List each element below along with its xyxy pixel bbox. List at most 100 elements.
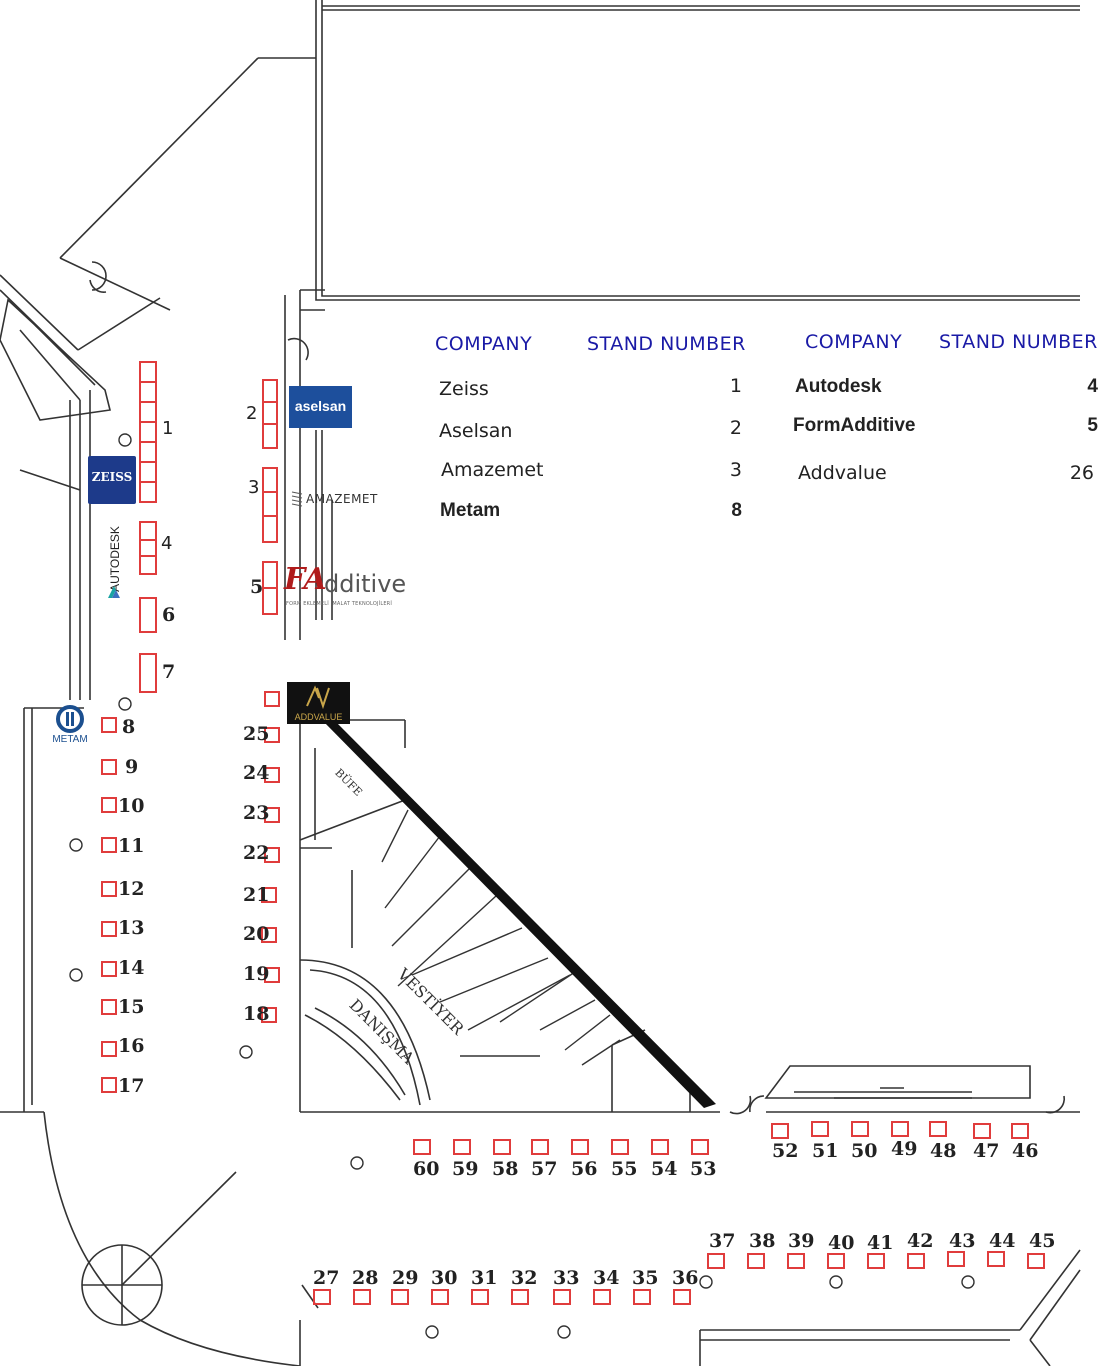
stand-number: 20 [243, 923, 270, 945]
stand-number: 37 [709, 1230, 736, 1252]
stand-number: 46 [1012, 1140, 1039, 1162]
stand-number: 54 [651, 1158, 678, 1180]
stand-number: 45 [1029, 1230, 1056, 1252]
stand-number: 9 [125, 756, 139, 778]
stand-number: 52 [772, 1140, 799, 1162]
stand-number: 42 [907, 1230, 934, 1252]
stand-number: 8 [122, 716, 136, 738]
stand-number: 36 [672, 1267, 699, 1289]
legend-stand-number: 1 [729, 375, 742, 397]
stand-number: 23 [243, 802, 270, 824]
legend-left-company-header: COMPANY [435, 333, 533, 355]
addvalue-logo: ADDVALUE [287, 682, 350, 724]
stand-number: 51 [812, 1140, 839, 1162]
stand-number: 21 [243, 884, 270, 906]
addvalue-mark-icon [306, 685, 330, 710]
stand-number: 13 [118, 917, 145, 939]
stand-number: 59 [452, 1158, 479, 1180]
legend-stand-number: 3 [729, 459, 742, 481]
metam-mark-icon [56, 705, 84, 733]
zeiss-logo-text: ZEISS [91, 470, 133, 484]
stand-number: 1 [162, 418, 174, 439]
formadditive-logo-mark: FA [284, 562, 327, 597]
legend-stand-number: 26 [1069, 462, 1094, 484]
stand-number: 25 [243, 723, 270, 745]
stand-number: 53 [690, 1158, 717, 1180]
stand-number: 2 [246, 403, 258, 424]
walls [0, 0, 1081, 1366]
stand-number: 24 [243, 762, 270, 784]
stand-number: 12 [118, 878, 145, 900]
legend-company: Amazemet [441, 459, 544, 481]
legend-company: Addvalue [798, 462, 887, 484]
aselsan-logo-text: aselsan [294, 398, 347, 414]
stand-number: 29 [392, 1267, 419, 1289]
formadditive-logo-word: dditive [324, 570, 407, 598]
stand-number: 47 [973, 1140, 1000, 1162]
stand-number: 19 [243, 963, 270, 985]
stand-number: 49 [891, 1138, 918, 1160]
legend-company: Autodesk [795, 376, 882, 397]
stand-number: 28 [352, 1267, 379, 1289]
stand-number: 30 [431, 1267, 458, 1289]
formadditive-logo-tagline: FORM EKLEMELİ İMALAT TEKNOLOJİLERİ [286, 601, 393, 607]
stand-number: 56 [571, 1158, 598, 1180]
stand-number: 16 [118, 1035, 145, 1057]
stand-number: 3 [248, 477, 260, 498]
stand-number: 32 [511, 1267, 538, 1289]
metam-logo: METAM [48, 704, 92, 748]
columns [69, 433, 975, 1339]
legend-company: Metam [440, 500, 501, 521]
stand-number: 18 [243, 1003, 270, 1025]
aselsan-logo: aselsan [289, 386, 352, 428]
legend-company: Zeiss [439, 378, 489, 400]
stand-number: 43 [949, 1230, 976, 1252]
autodesk-logo: AUTODESK [104, 520, 126, 602]
diagonal-wall [322, 720, 716, 1108]
metam-logo-text: METAM [52, 734, 88, 745]
addvalue-logo-text: ADDVALUE [294, 712, 343, 722]
formadditive-logo: FA dditive FORM EKLEMELİ İMALAT TEKNOLOJ… [282, 562, 412, 612]
legend-right-stand-header: STAND NUMBER [939, 331, 1098, 353]
legend-stand-number: 8 [731, 500, 742, 521]
stand-number: 58 [492, 1158, 519, 1180]
amazemet-logo-text: AMAZEMET [306, 492, 378, 506]
stand-number: 60 [413, 1158, 440, 1180]
stand-number: 39 [788, 1230, 815, 1252]
stand-number: 35 [632, 1267, 659, 1289]
stand-number: 22 [243, 842, 270, 864]
stand-number: 41 [867, 1232, 894, 1254]
stand-number: 33 [553, 1267, 580, 1289]
stand-number: 17 [118, 1075, 145, 1097]
autodesk-mark-icon [108, 586, 120, 598]
stand-number: 38 [749, 1230, 776, 1252]
legend-right-company-header: COMPANY [805, 331, 903, 353]
stand-number: 14 [118, 957, 145, 979]
legend-left-stand-header: STAND NUMBER [587, 333, 746, 355]
stand-number: 6 [162, 604, 176, 626]
legend-company: Aselsan [439, 420, 513, 442]
stand-number: 48 [930, 1140, 957, 1162]
zeiss-logo: ZEISS [88, 456, 136, 504]
stand-number: 55 [611, 1158, 638, 1180]
stand-number: 50 [851, 1140, 878, 1162]
stand-number: 34 [593, 1267, 620, 1289]
stand-number: 40 [828, 1232, 855, 1254]
legend-stand-number: 5 [1087, 415, 1098, 436]
legend-stand-number: 4 [1087, 376, 1098, 397]
stand-number: 4 [161, 533, 173, 554]
stand-number: 11 [118, 835, 145, 857]
stand-number: 31 [471, 1267, 498, 1289]
autodesk-logo-text: AUTODESK [108, 526, 122, 592]
amazemet-logo: AMAZEMET [290, 490, 402, 510]
legend-company: FormAdditive [793, 415, 916, 436]
stand-number: 10 [118, 795, 145, 817]
stand-number: 57 [531, 1158, 558, 1180]
stand-number: 5 [250, 576, 264, 598]
stand-number: 7 [162, 661, 176, 683]
stand-number: 27 [313, 1267, 340, 1289]
stand-number: 44 [989, 1230, 1016, 1252]
amazemet-mark-icon [291, 491, 303, 507]
stand-number: 15 [118, 996, 145, 1018]
